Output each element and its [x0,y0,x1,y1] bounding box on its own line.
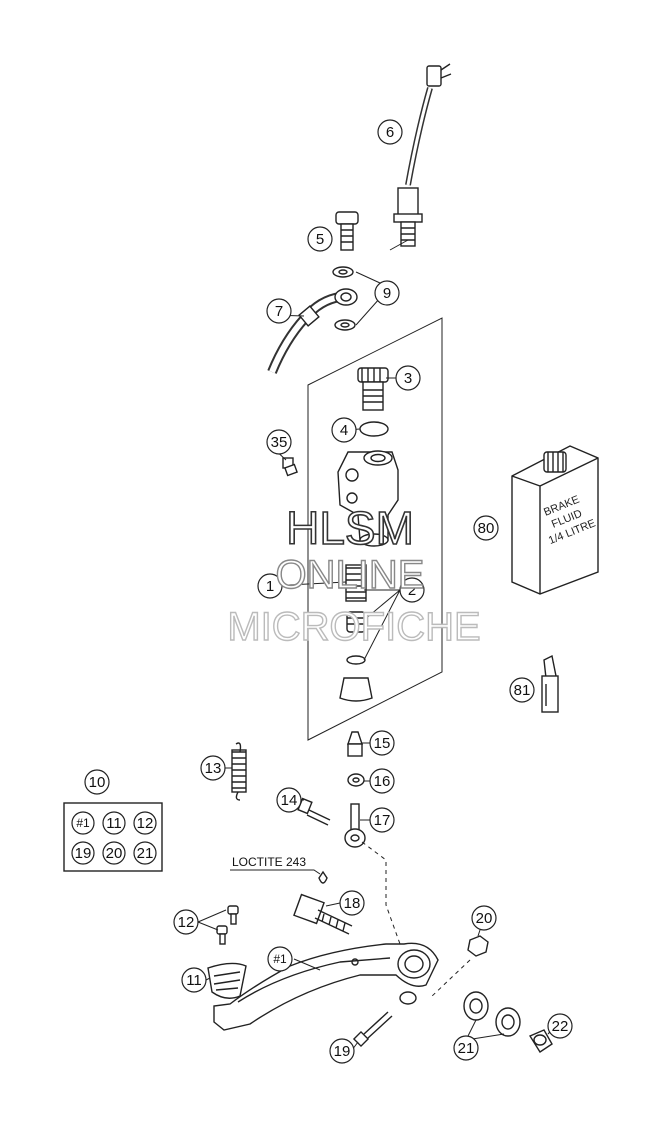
svg-text:35: 35 [271,434,288,451]
piston-seal [346,655,366,665]
brake-pedal [213,942,439,1031]
tip-screws [216,905,239,945]
svg-text:4: 4 [340,422,348,439]
svg-text:11: 11 [186,972,202,989]
svg-text:1: 1 [266,578,274,595]
callout-17: 17 [369,807,395,833]
callout-80: 80 [473,515,499,541]
callout-9: 9 [374,280,400,306]
svg-text:19: 19 [334,1043,351,1060]
svg-text:18: 18 [344,895,361,912]
callout-6: 6 [377,119,403,145]
svg-text:11: 11 [106,815,122,832]
return-spring [231,742,247,801]
svg-text:12: 12 [137,815,154,832]
nut-20 [467,935,489,957]
callout-18: 18 [339,890,365,916]
callout-13: 13 [200,755,226,781]
callout-7: 7 [266,298,292,324]
svg-text:20: 20 [106,845,123,862]
push-rod [347,731,363,757]
clevis-fork [344,803,366,848]
banjo-bolt [335,211,359,251]
callout-12: 12 [173,909,199,935]
callout-14: 14 [276,787,302,813]
master-cylinder-body [337,450,399,547]
svg-text:15: 15 [374,735,391,752]
callout-5: 5 [307,226,333,252]
callout-20: 20 [471,905,497,931]
svg-text:10: 10 [89,774,106,791]
svg-text:12: 12 [178,914,195,931]
svg-text:81: 81 [514,682,531,699]
svg-text:HLSM: HLSM [286,502,414,554]
dust-boot [339,677,373,702]
callout-3: 3 [395,365,421,391]
washer-bottom [334,319,356,331]
svg-text:20: 20 [476,910,493,927]
pivot-bolt-18 [293,893,353,935]
lock-nut [347,773,365,787]
callout-19: 19 [329,1038,355,1064]
washer-top [332,266,354,278]
mounting-screw [282,457,298,477]
callout-2: 2 [399,577,425,603]
svg-text:21: 21 [458,1040,475,1057]
kit-row-1: #1 11 12 [71,811,157,835]
svg-text:2: 2 [408,582,416,599]
reservoir-cap [357,367,389,411]
svg-text:9: 9 [383,285,391,302]
callout-11: 11 [181,967,207,993]
svg-text:3: 3 [404,370,412,387]
bushing [528,1029,553,1053]
watermark: HLSM ONLINE MICROFICHE [227,501,482,650]
svg-text:13: 13 [205,760,222,777]
pivot-bolt-14 [297,797,331,826]
loctite-tube [541,654,559,713]
loctite-label: LOCTITE 243 [232,855,306,869]
svg-text:5: 5 [316,231,324,248]
bearing-right [495,1007,521,1037]
master-cylinder-assembly-outline [307,317,443,741]
svg-text:80: 80 [478,520,495,537]
svg-text:21: 21 [137,845,154,862]
piston-spring [345,564,367,602]
callout-10: 10 [84,769,110,795]
brake-fluid-bottle [511,445,599,595]
brake-light-switch [393,63,452,247]
piston [346,611,366,633]
bolt-19 [352,1011,393,1048]
callout-35: 35 [266,429,292,455]
svg-text:19: 19 [75,845,92,862]
callout-16: 16 [369,768,395,794]
svg-text:6: 6 [386,124,394,141]
callout-1: 1 [257,573,283,599]
o-ring [359,421,389,437]
svg-text:#1: #1 [76,816,90,830]
callout-81: 81 [509,677,535,703]
kit-row-2: 19 20 21 [71,841,157,865]
svg-text:16: 16 [374,773,391,790]
loctite-drop [318,870,328,884]
callout-pedal: #1 [267,946,293,972]
svg-text:14: 14 [281,792,298,809]
pedal-tip [207,962,247,999]
bearing-left [463,991,489,1021]
svg-text:#1: #1 [273,952,287,966]
callout-15: 15 [369,730,395,756]
svg-text:ONLINE: ONLINE [276,553,425,597]
brake-hose [267,288,358,374]
callout-21: 21 [453,1035,479,1061]
callout-4: 4 [331,417,357,443]
svg-text:MICROFICHE: MICROFICHE [227,605,480,649]
svg-text:17: 17 [374,812,391,829]
svg-text:7: 7 [275,303,283,320]
svg-text:22: 22 [552,1018,569,1035]
callout-22: 22 [547,1013,573,1039]
